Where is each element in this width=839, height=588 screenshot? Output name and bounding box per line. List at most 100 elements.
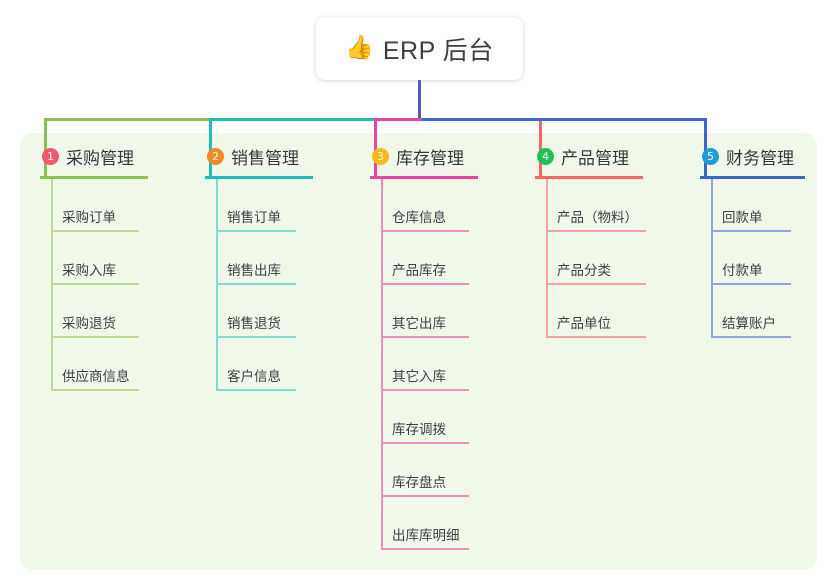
branch-item-rule (51, 389, 139, 391)
branch-item-label: 销售订单 (227, 210, 281, 225)
branch-item[interactable]: 其它出库 (381, 285, 469, 338)
branch-item-label: 客户信息 (227, 369, 281, 384)
branch-title-label: 财务管理 (726, 148, 794, 168)
branch-header-库存管理[interactable]: 3 库存管理 (370, 143, 464, 169)
thumbs-up-icon: 👍 (345, 34, 374, 60)
branch-title-label: 采购管理 (66, 148, 134, 168)
branch-header-rule (535, 176, 643, 179)
branch-column-销售管理: 2 销售管理销售订单销售出库销售退货客户信息 (205, 143, 313, 391)
branch-header-销售管理[interactable]: 2 销售管理 (205, 143, 299, 169)
branch-item[interactable]: 销售订单 (216, 179, 296, 232)
branch-item[interactable]: 客户信息 (216, 338, 296, 391)
branch-item[interactable]: 其它入库 (381, 338, 469, 391)
branch-item[interactable]: 供应商信息 (51, 338, 139, 391)
branch-item-rule (216, 230, 296, 232)
branch-drop-connector-3 (374, 118, 377, 177)
branch-item[interactable]: 付款单 (711, 232, 791, 285)
branch-item[interactable]: 采购订单 (51, 179, 139, 232)
branch-item-label: 库存调拨 (392, 422, 446, 437)
branches-panel (20, 133, 817, 570)
branch-item-label: 其它入库 (392, 369, 446, 384)
branch-number-badge-5: 5 (702, 147, 719, 165)
branch-item-label: 采购订单 (62, 210, 116, 225)
branch-item[interactable]: 出库库明细 (381, 497, 469, 550)
root-node-title: ERP 后台 (382, 36, 494, 65)
branch-item-label: 付款单 (722, 263, 763, 278)
branch-item[interactable]: 采购入库 (51, 232, 139, 285)
branch-column-产品管理: 4 产品管理产品（物料） 产品分类产品单位 (535, 143, 646, 338)
root-node-content: 👍 ERP 后台 (345, 31, 494, 67)
branch-item-label: 库存盘点 (392, 475, 446, 490)
branch-column-财务管理: 5 财务管理回款单付款单结算账户 (700, 143, 805, 338)
branch-item[interactable]: 仓库信息 (381, 179, 469, 232)
branch-spine-connector (546, 179, 548, 338)
root-node-erp-backend[interactable]: 👍 ERP 后台 (316, 17, 523, 80)
branch-item-rule (216, 389, 296, 391)
branch-item-rule (51, 336, 139, 338)
branch-header-rule (40, 176, 148, 179)
branch-item[interactable]: 回款单 (711, 179, 791, 232)
branch-title-label: 库存管理 (396, 148, 464, 168)
branch-item[interactable]: 销售出库 (216, 232, 296, 285)
branch-item-label: 销售出库 (227, 263, 281, 278)
branch-item-label: 供应商信息 (62, 369, 130, 384)
branch-item-label: 产品（物料） (557, 210, 638, 225)
branch-item-label: 采购退货 (62, 316, 116, 331)
branch-drop-connector-4 (539, 118, 542, 177)
branch-item-rule (546, 283, 646, 285)
branch-item-rule (711, 230, 791, 232)
branch-spine-connector (216, 179, 218, 391)
branch-item-rule (381, 389, 469, 391)
branch-item-rule (546, 336, 646, 338)
branch-item-rule (711, 283, 791, 285)
branch-drop-connector-1 (44, 118, 47, 177)
branch-item-rule (381, 283, 469, 285)
branch-header-财务管理[interactable]: 5 财务管理 (700, 143, 794, 169)
branch-item[interactable]: 产品（物料） (546, 179, 646, 232)
branch-number-badge-2: 2 (207, 147, 224, 165)
branch-spine-connector (711, 179, 713, 338)
branch-item-rule (381, 442, 469, 444)
branch-item-label: 出库库明细 (392, 528, 460, 543)
branch-item-rule (381, 230, 469, 232)
branch-header-采购管理[interactable]: 1 采购管理 (40, 143, 134, 169)
branch-item-rule (216, 283, 296, 285)
branch-bus-connector-3 (374, 118, 422, 121)
branch-item-label: 仓库信息 (392, 210, 446, 225)
branch-item-label: 产品分类 (557, 263, 611, 278)
branch-header-rule (370, 176, 478, 179)
branch-item[interactable]: 库存调拨 (381, 391, 469, 444)
branch-item-label: 销售退货 (227, 316, 281, 331)
branch-item-rule (381, 548, 469, 550)
branch-item[interactable]: 库存盘点 (381, 444, 469, 497)
branch-number-badge-4: 4 (537, 147, 554, 165)
branch-item-label: 回款单 (722, 210, 763, 225)
branch-item[interactable]: 产品库存 (381, 232, 469, 285)
branch-item[interactable]: 产品单位 (546, 285, 646, 338)
branch-item-label: 产品单位 (557, 316, 611, 331)
branch-item-label: 采购入库 (62, 263, 116, 278)
branch-item-rule (381, 336, 469, 338)
branch-spine-connector (381, 179, 383, 550)
branch-item-label: 其它出库 (392, 316, 446, 331)
branch-drop-connector-2 (209, 118, 212, 177)
branch-spine-connector (51, 179, 53, 391)
branch-number-badge-3: 3 (372, 147, 389, 165)
branch-item[interactable]: 结算账户 (711, 285, 791, 338)
branch-item[interactable]: 采购退货 (51, 285, 139, 338)
branch-item[interactable]: 产品分类 (546, 232, 646, 285)
branch-column-采购管理: 1 采购管理采购订单采购入库采购退货供应商信息 (40, 143, 148, 391)
branch-title-label: 产品管理 (561, 148, 629, 168)
branch-title-label: 销售管理 (231, 148, 299, 168)
branch-item-label: 结算账户 (722, 316, 776, 331)
branch-number-badge-1: 1 (42, 147, 59, 165)
branch-header-产品管理[interactable]: 4 产品管理 (535, 143, 629, 169)
branch-drop-connector-5 (704, 118, 707, 177)
branch-item-label: 产品库存 (392, 263, 446, 278)
branch-header-rule (205, 176, 313, 179)
branch-item[interactable]: 销售退货 (216, 285, 296, 338)
branch-bus-connector-5 (419, 118, 707, 121)
branch-header-rule (700, 176, 805, 179)
branch-bus-connector-2 (209, 118, 422, 121)
root-stem-connector (418, 80, 421, 121)
